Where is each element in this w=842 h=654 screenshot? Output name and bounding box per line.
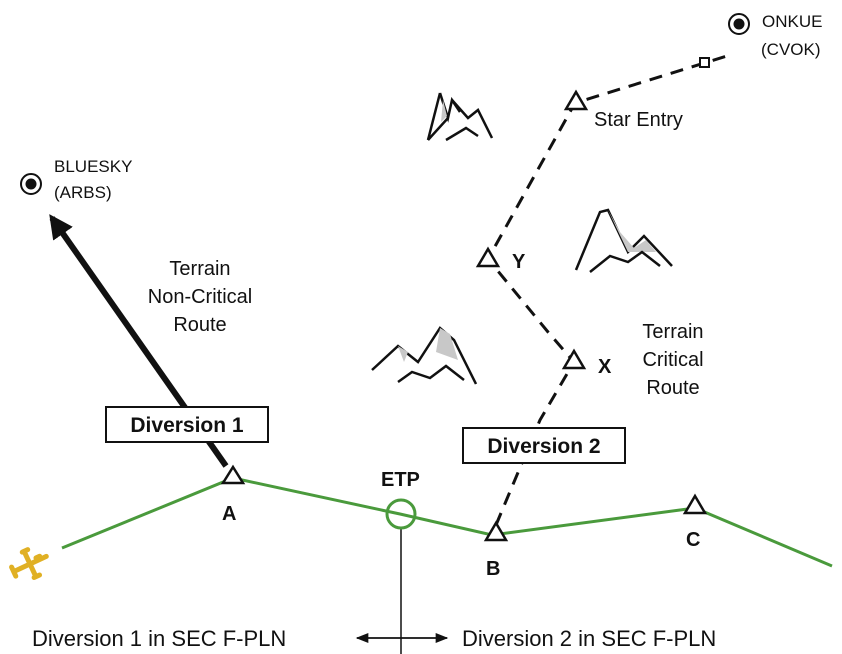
noncritical-route-line2: Non-Critical: [148, 286, 252, 308]
waypoint-label-y: Y: [512, 251, 526, 273]
onkue-name: ONKUE: [762, 12, 822, 31]
noncritical-route-line3: Route: [173, 314, 226, 336]
flight-plan-line: [61, 476, 833, 568]
waypoint-triangle-icon: [563, 89, 589, 111]
waypoint-label-c: C: [686, 529, 700, 551]
mountain-icon: [371, 326, 478, 385]
star-entry-label: Star Entry: [594, 109, 683, 131]
etp-label: ETP: [381, 469, 420, 491]
waypoint-triangle-icon: [483, 520, 509, 542]
waypoint-label-a: A: [222, 503, 236, 525]
waypoint-triangle-icon: [682, 493, 708, 515]
waypoint-label-x: X: [598, 356, 612, 378]
diversion2-box: Diversion 2: [462, 427, 626, 464]
waypoint-triangle-icon: [475, 246, 501, 268]
bluesky-name: BLUESKY: [54, 157, 132, 176]
route-fix-square: [699, 57, 710, 68]
diversion1-box: Diversion 1: [105, 406, 269, 443]
critical-route-line1: Terrain: [642, 321, 703, 343]
critical-route-line2: Critical: [642, 349, 703, 371]
mountain-icon: [426, 92, 494, 142]
airport-icon: [20, 173, 42, 195]
onkue-code: (CVOK): [761, 40, 821, 59]
waypoint-triangle-icon: [561, 348, 587, 370]
diversion1-sec-fpln-label: Diversion 1 in SEC F-PLN: [32, 626, 286, 651]
diversion2-label: Diversion 2: [487, 435, 600, 458]
bluesky-code: (ARBS): [54, 183, 112, 202]
diversion1-label: Diversion 1: [130, 414, 244, 437]
critical-route-line3: Route: [646, 377, 699, 399]
mountain-icon: [574, 208, 673, 273]
waypoint-label-b: B: [486, 558, 500, 580]
etp-circle-icon: [385, 498, 417, 530]
airport-icon: [728, 13, 750, 35]
noncritical-route-line1: Terrain: [169, 258, 230, 280]
waypoint-triangle-icon: [220, 464, 246, 485]
aircraft-icon: [9, 547, 49, 581]
diversion2-sec-fpln-label: Diversion 2 in SEC F-PLN: [462, 626, 716, 651]
